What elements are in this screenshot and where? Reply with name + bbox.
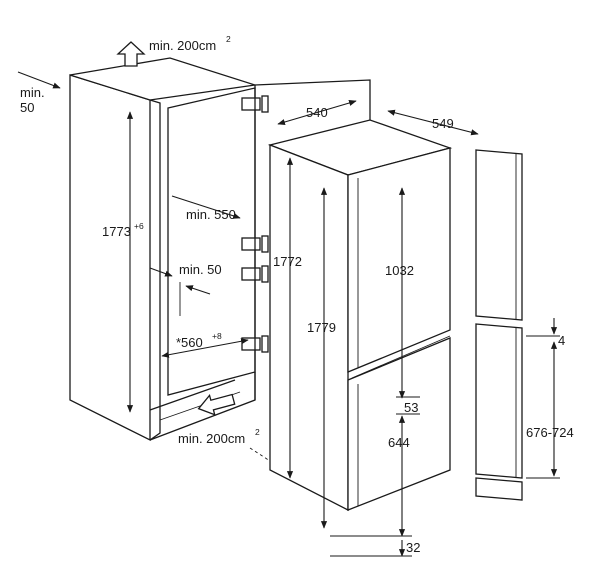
rear-gap-label: min. 50 <box>179 262 222 277</box>
upper-door-dimension: 1032 <box>385 187 414 399</box>
bottom-gap-dimension: 32 <box>330 535 420 557</box>
appliance-height-dimension: 1772 <box>273 157 302 479</box>
lower-door-dimension: 644 <box>388 415 410 537</box>
top-gap-min-label: min. <box>20 85 45 100</box>
furniture-panel <box>475 149 523 501</box>
niche-height-label: 1773 <box>102 224 131 239</box>
niche-depth-dimension: min. 550 <box>171 195 241 222</box>
vent-bottom-sup: 2 <box>255 427 260 437</box>
panel-gap-dimension: 4 <box>526 318 565 348</box>
vent-bottom-label: min. 200cm <box>178 431 245 446</box>
niche-height-dimension: 1773 +6 <box>102 111 144 413</box>
vent-top-sup: 2 <box>226 34 231 44</box>
panel-range-dimension: 676-724 <box>526 341 574 479</box>
appliance-depth-dimension: 549 <box>387 109 479 136</box>
niche-height-sup: +6 <box>134 221 144 231</box>
niche-width-label: *560 <box>176 335 203 350</box>
panel-gap-label: 4 <box>558 333 565 348</box>
total-height-label: 1779 <box>307 320 336 335</box>
appliance-body <box>267 119 453 512</box>
upper-door-label: 1032 <box>385 263 414 278</box>
bottom-gap-label: 32 <box>406 540 420 555</box>
panel-range-label: 676-724 <box>526 425 574 440</box>
top-gap-value-label: 50 <box>20 100 34 115</box>
appliance-height-label: 1772 <box>273 254 302 269</box>
door-gap-label: 53 <box>404 400 418 415</box>
niche-width-sup: +8 <box>212 331 222 341</box>
niche-width-dimension: *560 +8 <box>161 331 249 358</box>
appliance-depth-label: 549 <box>432 116 454 131</box>
appliance-width-dimension: 540 <box>277 100 357 125</box>
lower-door-label: 644 <box>388 435 410 450</box>
rear-gap-dimension: min. 50 <box>149 262 222 316</box>
door-gap-dimension: 53 <box>396 396 420 415</box>
vent-top-label: min. 200cm <box>149 38 216 53</box>
vent-arrow-up: min. 200cm 2 <box>116 34 231 67</box>
niche-depth-label: min. 550 <box>186 207 236 222</box>
top-gap-dimension: min. 50 <box>17 71 61 115</box>
appliance-width-label: 540 <box>306 105 328 120</box>
total-height-dimension: 1779 <box>307 187 336 529</box>
